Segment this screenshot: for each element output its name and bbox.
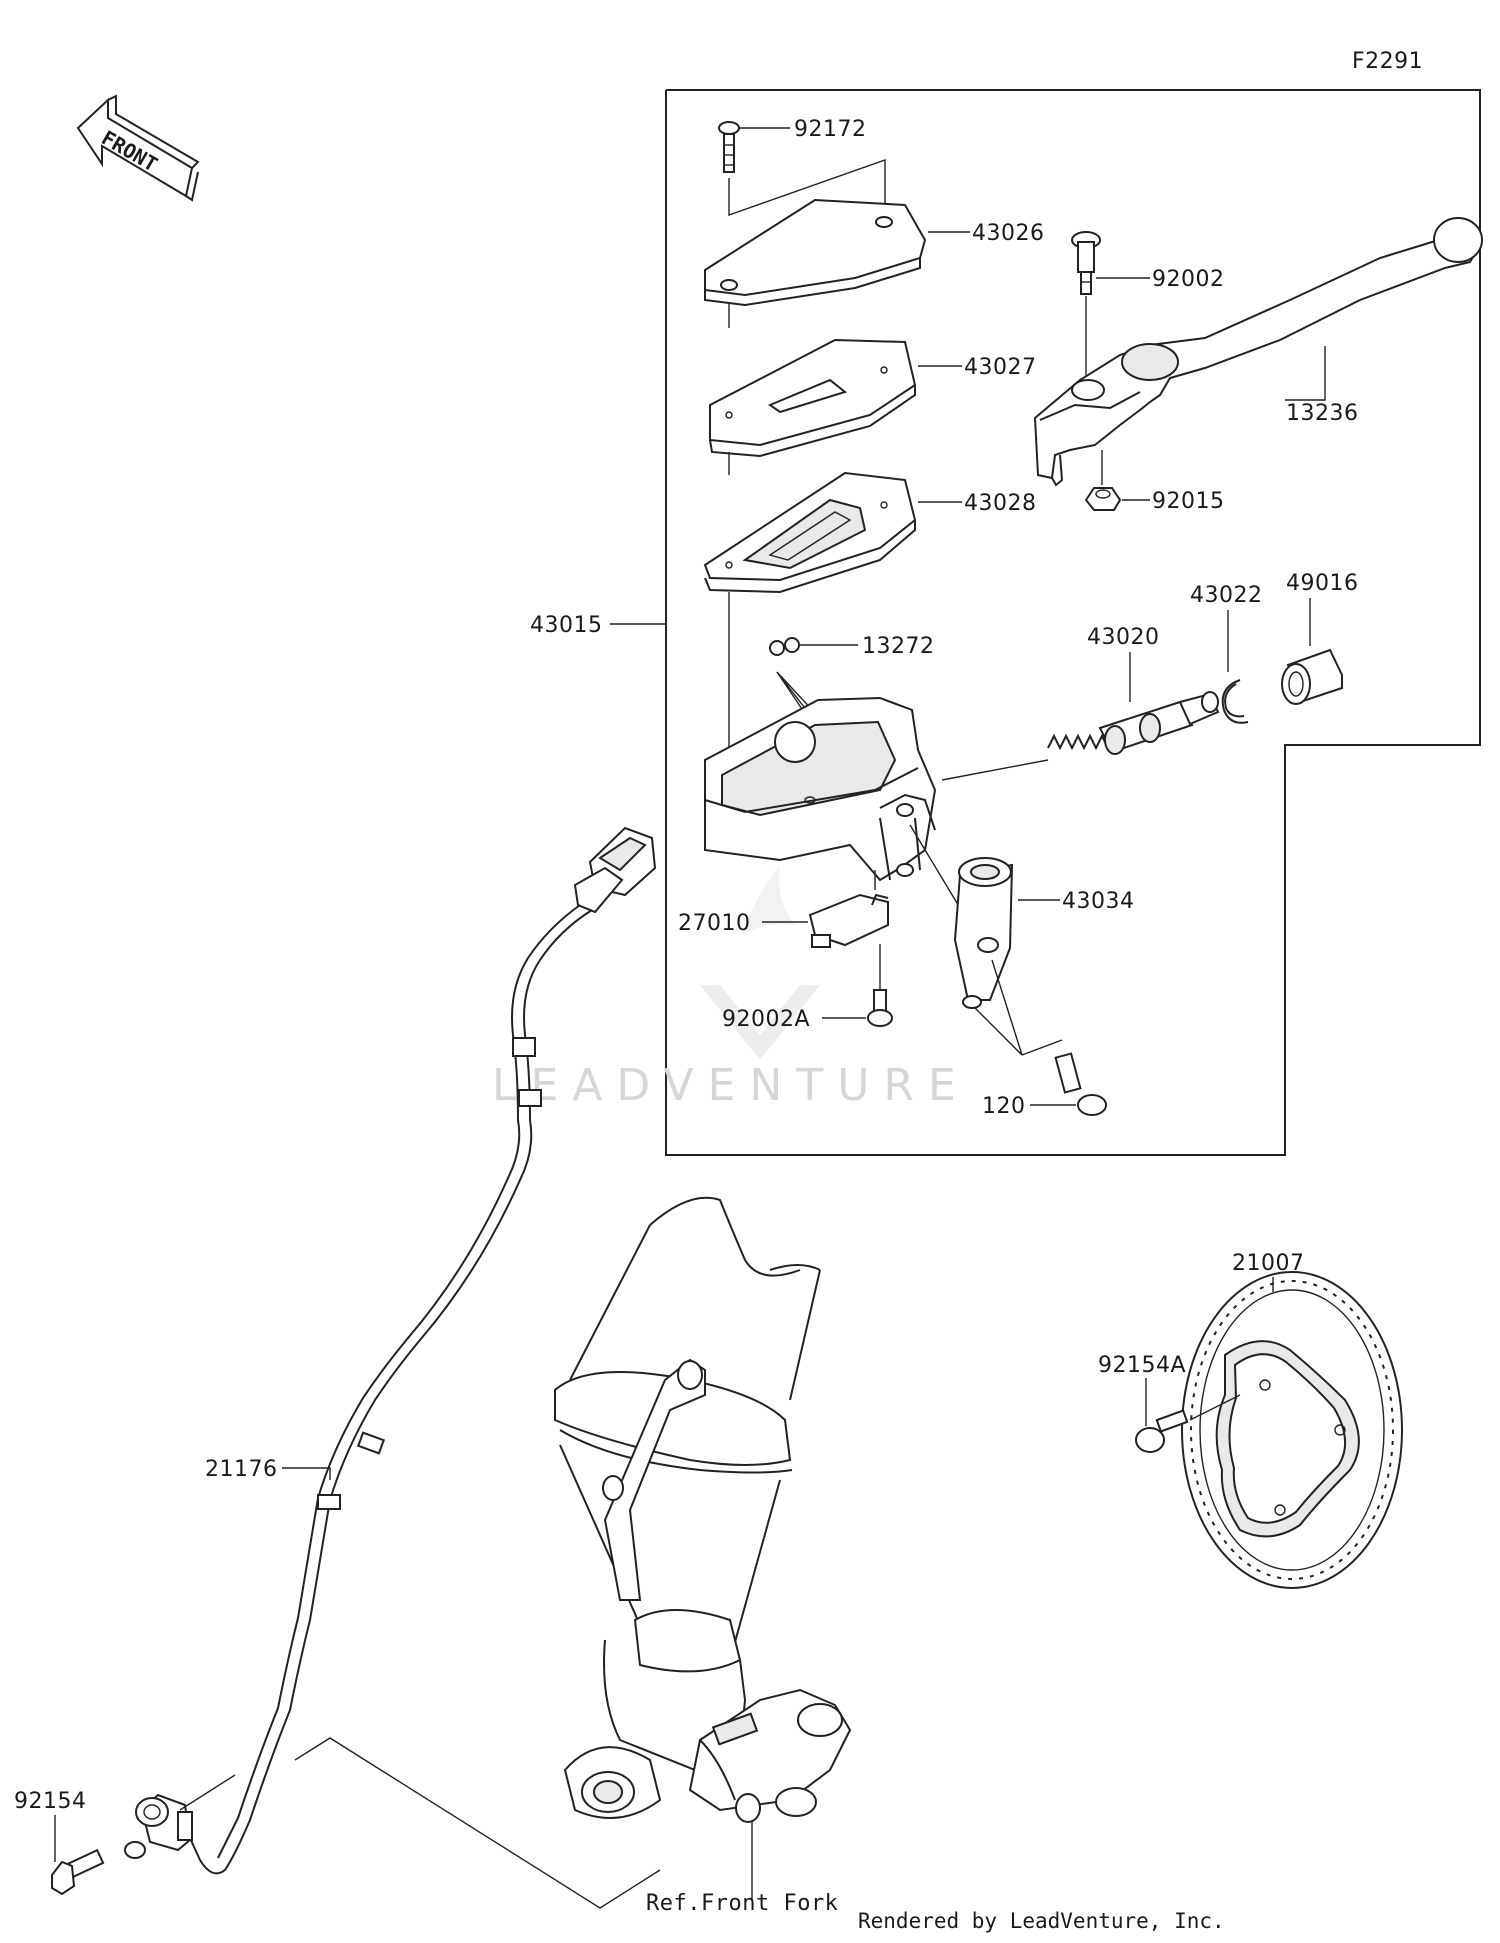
screw-92002A	[867, 989, 893, 1027]
bolt-92154	[51, 1848, 105, 1896]
label-43034: 43034	[1062, 889, 1135, 914]
footer-credit: Rendered by LeadVenture, Inc.	[858, 1909, 1225, 1933]
abs-sensor	[124, 1793, 193, 1859]
assembly-frame	[665, 89, 1481, 1156]
circlip-43022	[1221, 679, 1249, 724]
label-43027: 43027	[964, 355, 1037, 380]
boot-49016	[1281, 648, 1343, 705]
label-120: 120	[982, 1094, 1026, 1119]
watermark-logo-icon	[700, 865, 820, 1060]
front-fork	[554, 1196, 852, 1823]
diagram-code: F2291	[1352, 49, 1423, 74]
clamp-43034	[953, 857, 1014, 1009]
label-43026: 43026	[972, 221, 1045, 246]
cap-13272	[769, 637, 800, 656]
label-43015: 43015	[530, 613, 603, 638]
watermark-text: LEADVENTURE	[492, 1060, 970, 1111]
label-92172: 92172	[794, 117, 867, 142]
label-43022: 43022	[1190, 583, 1263, 608]
diaphragm-plate-43027	[709, 338, 917, 458]
label-13236: 13236	[1286, 401, 1359, 426]
label-92002A: 92002A	[722, 1007, 810, 1032]
nut-92015	[1084, 487, 1122, 511]
label-49016: 49016	[1286, 571, 1359, 596]
master-cylinder-body-43015	[704, 696, 937, 882]
sensor-harness-21176	[189, 826, 657, 1875]
label-27010: 27010	[678, 911, 751, 936]
bolt-92154A	[1135, 1409, 1189, 1453]
pivot-bolt-92002	[1071, 231, 1101, 295]
reservoir-cover-43026	[704, 198, 927, 307]
label-13272: 13272	[862, 634, 935, 659]
piston-assembly-43020	[1047, 691, 1220, 755]
label-92015: 92015	[1152, 489, 1225, 514]
label-92154: 92154	[14, 1789, 87, 1814]
label-43020: 43020	[1087, 625, 1160, 650]
brake-switch-27010	[808, 893, 889, 948]
screw-92172	[718, 121, 740, 173]
label-21007: 21007	[1232, 1251, 1305, 1276]
abs-rotor-21007	[1181, 1271, 1403, 1589]
label-21176: 21176	[205, 1457, 278, 1482]
label-43028: 43028	[964, 491, 1037, 516]
label-92002: 92002	[1152, 267, 1225, 292]
front-arrow-icon: FRONT	[76, 94, 200, 202]
label-92154A: 92154A	[1098, 1353, 1186, 1378]
ref-front-fork-label: Ref.Front Fork	[646, 1891, 838, 1916]
bolt-120	[1054, 1052, 1107, 1116]
brake-lever-13236	[1033, 217, 1483, 487]
diaphragm-43028	[703, 471, 917, 594]
